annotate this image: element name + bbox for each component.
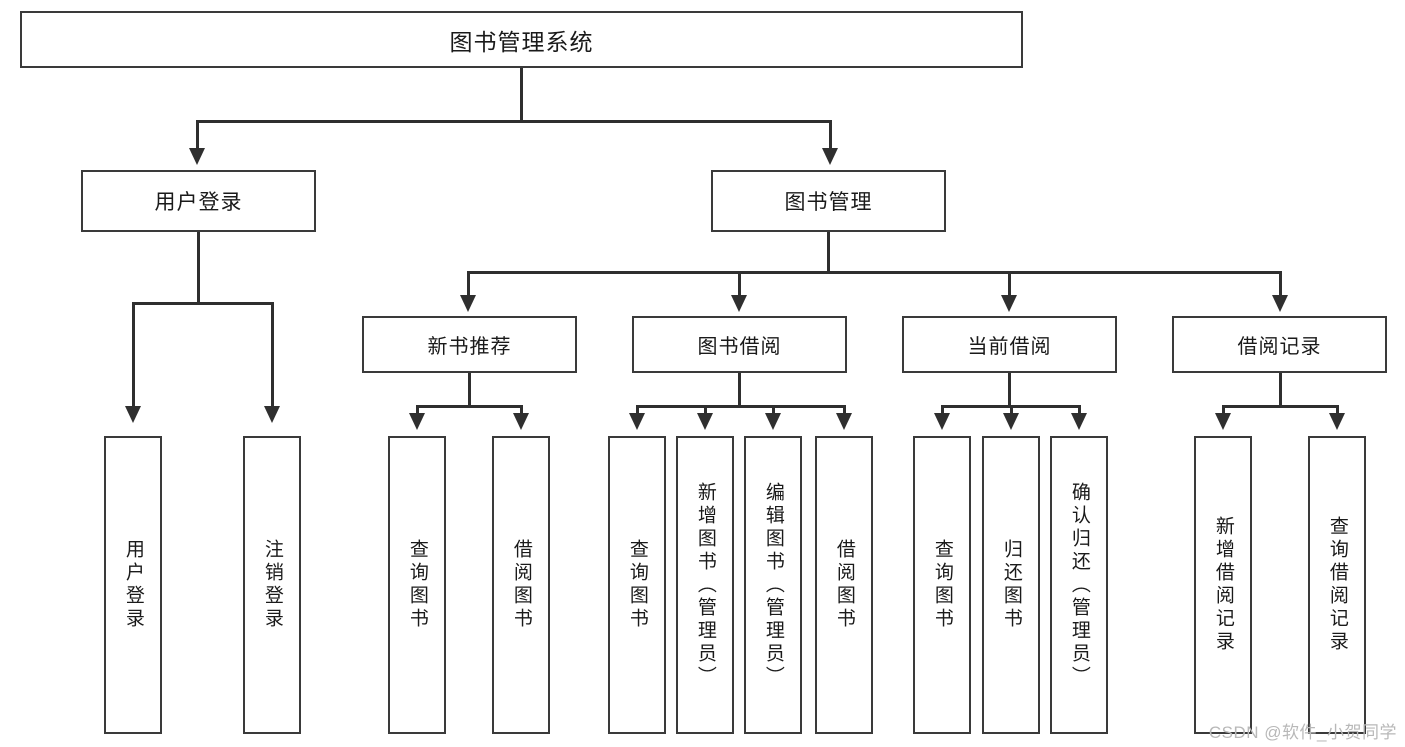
connector-bm-to-current-borrow	[1008, 271, 1011, 295]
watermark-text: CSDN @软件_小贺同学	[1208, 723, 1397, 742]
connector-user-login-stem	[197, 232, 200, 302]
node-book-management[interactable]: 图书管理	[711, 170, 946, 232]
connector-root-bus	[196, 120, 832, 123]
arrow-current-borrow-to-leaf-3	[1071, 413, 1087, 430]
arrow-borrow-record-to-leaf-1	[1215, 413, 1231, 430]
connector-root-to-user-login	[196, 120, 199, 148]
arrow-bm-to-borrow-record	[1272, 295, 1288, 312]
leaf-label: 编辑图书（管理员）	[762, 481, 784, 689]
leaf-borrow-book-2[interactable]: 借阅图书	[815, 436, 873, 734]
node-user-login[interactable]: 用户登录	[81, 170, 316, 232]
arrow-current-borrow-to-leaf-2	[1003, 413, 1019, 430]
leaf-add-borrow-record[interactable]: 新增借阅记录	[1194, 436, 1252, 734]
connector-new-book-stem	[468, 373, 471, 405]
node-borrow-record[interactable]: 借阅记录	[1172, 316, 1387, 373]
leaf-query-book-2[interactable]: 查询图书	[608, 436, 666, 734]
leaf-label: 用户登录	[122, 539, 144, 631]
leaf-label: 查询借阅记录	[1326, 516, 1348, 654]
connector-bm-to-book-borrow	[738, 271, 741, 295]
node-label: 用户登录	[154, 191, 243, 214]
connector-bm-to-borrow-record	[1279, 271, 1282, 295]
connector-borrow-record-to-leaf-1	[1222, 405, 1225, 413]
node-book-borrow[interactable]: 图书借阅	[632, 316, 847, 373]
leaf-label: 新增借阅记录	[1212, 516, 1234, 654]
arrow-book-borrow-to-leaf-3	[765, 413, 781, 430]
arrow-user-login-to-leaf-2	[264, 406, 280, 423]
connector-book-management-bus	[467, 271, 1282, 274]
connector-book-borrow-to-leaf-3	[772, 405, 775, 413]
node-label: 图书管理系统	[449, 28, 594, 55]
node-root-system[interactable]: 图书管理系统	[20, 11, 1023, 68]
arrow-bm-to-new-book	[460, 295, 476, 312]
node-label: 新书推荐	[427, 336, 512, 358]
connector-book-management-stem	[827, 232, 830, 271]
arrow-root-to-user-login	[189, 148, 205, 165]
connector-borrow-record-to-leaf-2	[1336, 405, 1339, 413]
leaf-label: 借阅图书	[833, 539, 855, 631]
leaf-borrow-book-1[interactable]: 借阅图书	[492, 436, 550, 734]
node-label: 当前借阅	[967, 336, 1052, 358]
node-label: 图书借阅	[697, 336, 782, 358]
leaf-user-login[interactable]: 用户登录	[104, 436, 162, 734]
leaf-confirm-return-admin[interactable]: 确认归还（管理员）	[1050, 436, 1108, 734]
arrow-user-login-to-leaf-1	[125, 406, 141, 423]
connector-new-book-bus	[416, 405, 523, 408]
leaf-label: 查询图书	[626, 539, 648, 631]
connector-root-stem	[520, 68, 523, 120]
arrow-book-borrow-to-leaf-4	[836, 413, 852, 430]
leaf-user-logout[interactable]: 注销登录	[243, 436, 301, 734]
connector-bm-to-new-book	[467, 271, 470, 295]
leaf-query-book-1[interactable]: 查询图书	[388, 436, 446, 734]
arrow-current-borrow-to-leaf-1	[934, 413, 950, 430]
leaf-label: 归还图书	[1000, 539, 1022, 631]
arrow-bm-to-current-borrow	[1001, 295, 1017, 312]
connector-borrow-record-stem	[1279, 373, 1282, 405]
connector-book-borrow-to-leaf-2	[704, 405, 707, 413]
arrow-new-book-to-leaf-2	[513, 413, 529, 430]
arrow-new-book-to-leaf-1	[409, 413, 425, 430]
arrow-bm-to-book-borrow	[731, 295, 747, 312]
connector-borrow-record-bus	[1222, 405, 1339, 408]
arrow-book-borrow-to-leaf-2	[697, 413, 713, 430]
connector-current-borrow-to-leaf-3	[1078, 405, 1081, 413]
leaf-label: 确认归还（管理员）	[1068, 481, 1090, 689]
connector-new-book-to-leaf-2	[520, 405, 523, 413]
leaf-label: 查询图书	[931, 539, 953, 631]
connector-new-book-to-leaf-1	[416, 405, 419, 413]
connector-current-borrow-to-leaf-1	[941, 405, 944, 413]
connector-root-to-book-management	[829, 120, 832, 148]
connector-book-borrow-bus	[636, 405, 846, 408]
leaf-add-book-admin[interactable]: 新增图书（管理员）	[676, 436, 734, 734]
connector-user-login-bus	[132, 302, 274, 305]
node-new-book-recommend[interactable]: 新书推荐	[362, 316, 577, 373]
leaf-label: 查询图书	[406, 539, 428, 631]
node-current-borrow[interactable]: 当前借阅	[902, 316, 1117, 373]
connector-user-login-to-leaf-1	[132, 302, 135, 406]
leaf-query-borrow-record[interactable]: 查询借阅记录	[1308, 436, 1366, 734]
connector-current-borrow-to-leaf-2	[1010, 405, 1013, 413]
leaf-label: 注销登录	[261, 539, 283, 631]
arrow-borrow-record-to-leaf-2	[1329, 413, 1345, 430]
leaf-return-book[interactable]: 归还图书	[982, 436, 1040, 734]
leaf-label: 新增图书（管理员）	[694, 481, 716, 689]
connector-book-borrow-to-leaf-1	[636, 405, 639, 413]
node-label: 借阅记录	[1237, 336, 1322, 358]
arrow-root-to-book-management	[822, 148, 838, 165]
connector-book-borrow-to-leaf-4	[843, 405, 846, 413]
connector-current-borrow-stem	[1008, 373, 1011, 405]
arrow-book-borrow-to-leaf-1	[629, 413, 645, 430]
connector-user-login-to-leaf-2	[271, 302, 274, 406]
leaf-label: 借阅图书	[510, 539, 532, 631]
node-label: 图书管理	[784, 191, 873, 214]
connector-book-borrow-stem	[738, 373, 741, 405]
leaf-edit-book-admin[interactable]: 编辑图书（管理员）	[744, 436, 802, 734]
leaf-query-book-3[interactable]: 查询图书	[913, 436, 971, 734]
